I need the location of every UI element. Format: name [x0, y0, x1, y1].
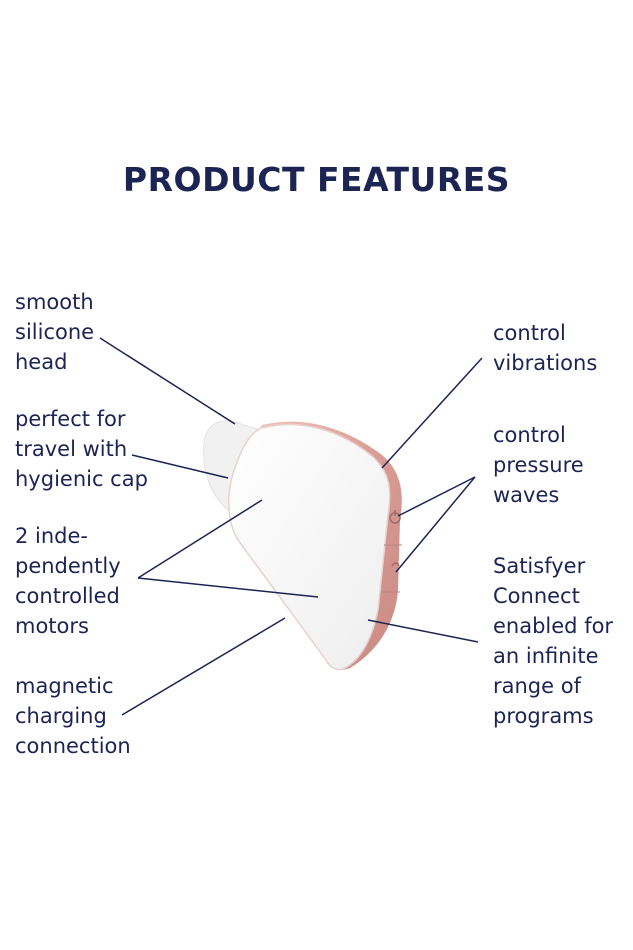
device-body	[228, 423, 391, 671]
label-travel-cap: perfect for travel with hygienic cap	[15, 407, 148, 491]
callout-lines	[99, 337, 483, 716]
callout-line-charging	[121, 617, 286, 716]
callout-line-motors-1	[137, 499, 263, 579]
callout-line-head	[99, 337, 236, 425]
callout-line-motors-2	[137, 577, 319, 598]
label-charging: magnetic charging connection	[15, 674, 131, 758]
label-vibrations: control vibrations	[493, 321, 598, 375]
callout-line-connect	[367, 619, 479, 643]
power-icon	[389, 510, 401, 524]
wave-icon	[391, 562, 400, 567]
label-connect: Satisfyer Connect enabled for an infinit…	[493, 554, 614, 728]
label-pressure: control pressure waves	[493, 423, 584, 507]
label-motors: 2 inde- pendently controlled motors	[15, 524, 121, 638]
callout-line-vibrations	[381, 357, 483, 469]
label-smooth-head: smooth silicone head	[15, 290, 95, 374]
callout-line-cap	[131, 454, 229, 479]
page-title: PRODUCT FEATURES	[122, 160, 511, 199]
callout-line-pressure-1	[397, 476, 476, 517]
callout-line-pressure-2	[395, 476, 476, 573]
